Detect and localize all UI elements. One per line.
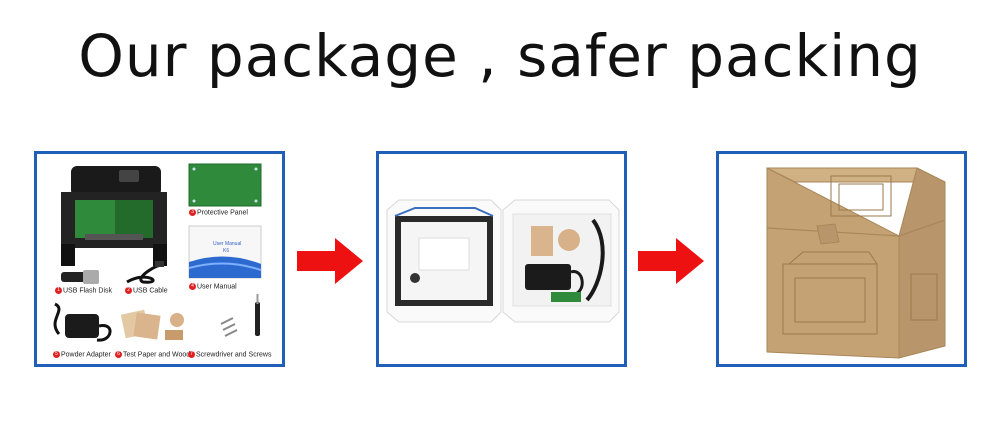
usb-cable-image: [126, 261, 164, 284]
cardboard-box-panel: [716, 151, 967, 367]
page-title: Our package , safer packing: [78, 22, 922, 90]
test-paper-wood-image: [120, 309, 184, 340]
package-contents-illustration: [53, 163, 262, 342]
power-adapter-image: [53, 302, 112, 342]
manual-cover-title: User Manual: [213, 241, 242, 247]
foam-packing-image: [386, 199, 620, 323]
cardboard-box-image: [766, 167, 946, 359]
user-manual-image: [188, 225, 262, 279]
protective-panel-image: [188, 163, 262, 207]
right-arrow-icon: [638, 238, 704, 284]
screwdriver-screws-image: [220, 294, 260, 337]
usb-flash-disk-image: [61, 270, 99, 284]
right-arrow-icon: [297, 238, 363, 284]
manual-cover-model: K6: [223, 248, 230, 254]
box-printed-outline: [782, 251, 878, 335]
laser-engraver-image: [61, 166, 167, 266]
foam-packing-panel: [376, 151, 627, 367]
